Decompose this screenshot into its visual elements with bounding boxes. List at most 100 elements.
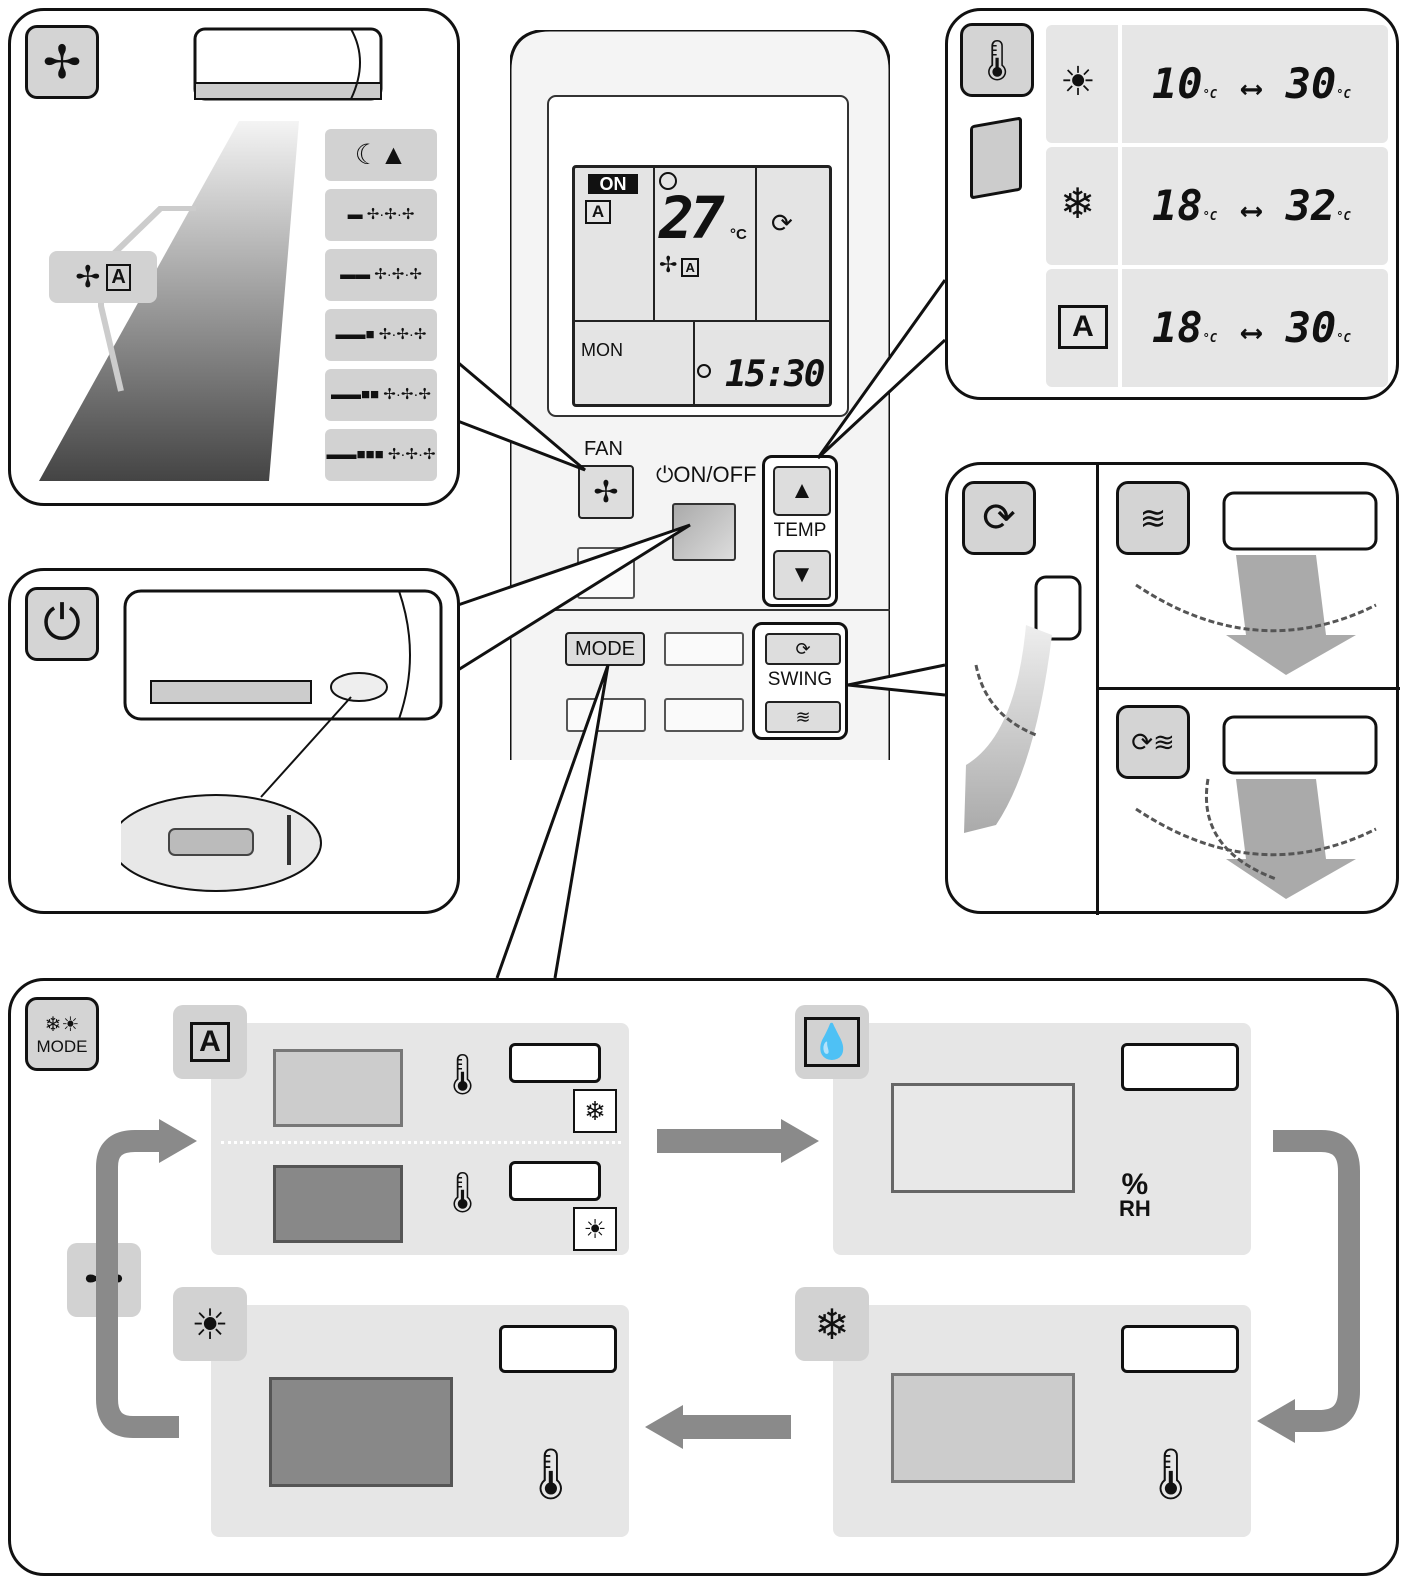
fan-icon: ✢ — [593, 475, 619, 509]
cool-mode-icon: ❄ — [795, 1287, 869, 1361]
lcd-auto-mode-icon: A — [585, 200, 611, 224]
humidity-percent-label: % — [1121, 1168, 1149, 1201]
fan-level-5[interactable]: ▬▬■■■ ✢·✢·✢ — [325, 429, 437, 481]
fan-auto-badge: ✢A — [49, 251, 157, 303]
on-badge: ON — [588, 174, 638, 194]
thermometer-down-icon: 🌡 — [437, 1053, 488, 1097]
swing-panel: ⟳ ≋ ⟳≋ — [945, 462, 1400, 915]
temp-range-row-heat: ☀ 10°C ⟷ 30°C — [1046, 25, 1388, 143]
fan-level-2-icon: ▬▬ ✢·✢·✢ — [340, 266, 422, 283]
horizontal-swing-button[interactable]: ≋ — [765, 701, 841, 733]
fan-level-quiet[interactable]: ☾▲ — [325, 129, 437, 181]
lcd-fan-auto-icon: ✢A — [659, 252, 699, 278]
temp-label: TEMP — [773, 520, 827, 541]
3d-swing-diagram — [1135, 715, 1378, 899]
fan-level-5-icon: ▬▬■■■ ✢·✢·✢ — [326, 446, 436, 463]
horizontal-swing-diagram — [1135, 491, 1378, 675]
3d-swing-icon: ⟳≋ — [1116, 705, 1190, 779]
fan-level-3-icon: ▬▬■ ✢·✢·✢ — [335, 326, 427, 343]
mode-button-label: MODE — [575, 638, 635, 660]
quiet-tree-icon: ☾▲ — [354, 139, 408, 170]
cold-weather-window — [273, 1165, 403, 1243]
auto-min-temp: 18 — [1152, 303, 1203, 352]
fan-speed-panel: ✢ ✢A ☾▲ ▬ ✢·✢·✢ ▬▬ ✢·✢·✢ ▬▬■ ✢·✢·✢ ▬▬■■ … — [8, 8, 460, 506]
hot-weather-window — [273, 1049, 403, 1127]
blank-button-4[interactable] — [664, 698, 744, 732]
indoor-unit-cool-mode — [1121, 1325, 1239, 1373]
mode-panel: ❄☀MODE A 🌡 ❄ 🌡 ☀ 💧 % RH ☀ 🌡 ❄ 🌡 — [8, 978, 1399, 1576]
temp-button-group: ▲ TEMP ▼ — [762, 455, 838, 607]
fan-panel-icon: ✢ — [25, 25, 99, 99]
auto-min-unit: °C — [1202, 331, 1218, 345]
range-arrow-icon: ⟷ — [1242, 315, 1261, 350]
temperature-range-panel: 🌡 ☀ 10°C ⟷ 30°C ❄ 18°C ⟷ 32°C A 18°C ⟷ 3… — [945, 8, 1399, 400]
mode-card-dry: 💧 % RH — [795, 1005, 1251, 1255]
mode-button[interactable]: MODE — [565, 632, 645, 666]
blank-button-3[interactable] — [566, 698, 646, 732]
fan-level-4[interactable]: ▬▬■■ ✢·✢·✢ — [325, 369, 437, 421]
onoff-label: ⏻ON/OFF — [656, 462, 757, 487]
indoor-unit-heat — [509, 1161, 601, 1201]
swing-button-group: ⟳ SWING ≋ — [752, 622, 848, 740]
auto-max-unit: °C — [1336, 331, 1351, 345]
lcd-day: MON — [581, 340, 623, 360]
vertical-swing-icon: ⟳ — [962, 481, 1036, 555]
thermometer-up-icon: 🌡 — [437, 1171, 488, 1215]
temp-range-row-auto: A 18°C ⟷ 30°C — [1046, 269, 1388, 387]
snowflake-icon: ❄ — [573, 1089, 617, 1133]
sunny-window — [891, 1373, 1075, 1483]
lcd-display: ON A 27 °C ✢A ⟳ MON 15:30 — [572, 165, 832, 407]
vertical-swing-button[interactable]: ⟳ — [765, 633, 841, 665]
power-symbol-icon: ⏻ — [656, 462, 674, 487]
lcd-clock: 15:30 — [725, 354, 825, 395]
mode-card-auto: A 🌡 ❄ 🌡 ☀ — [173, 1005, 629, 1255]
heat-mode-icon: ☀ — [173, 1287, 247, 1361]
auto-mode-icon: A — [1058, 305, 1108, 349]
cool-min-temp: 18 — [1152, 181, 1203, 230]
lcd-thermometer-icon — [659, 172, 677, 190]
snowflake-icon: ❄ — [1060, 180, 1096, 227]
thermometer-card-icon — [970, 116, 1022, 200]
range-arrow-icon: ⟷ — [1242, 71, 1261, 106]
temp-range-row-cool: ❄ 18°C ⟷ 32°C — [1046, 147, 1388, 265]
fan-level-3[interactable]: ▬▬■ ✢·✢·✢ — [325, 309, 437, 361]
rainy-window — [891, 1083, 1075, 1193]
swing-label: SWING — [767, 669, 833, 690]
indoor-unit-icon — [193, 27, 383, 101]
dry-mode-icon: 💧 — [795, 1005, 869, 1079]
mode-panel-label: MODE — [36, 1036, 88, 1056]
cool-min-unit: °C — [1202, 209, 1218, 223]
humidity-down-icon: % RH — [1119, 1168, 1151, 1221]
cool-max-unit: °C — [1336, 209, 1351, 223]
mode-cycle-arrows — [96, 1119, 1360, 1449]
lcd-temp-unit: °C — [730, 226, 747, 243]
fan-button[interactable]: ✢ — [578, 465, 634, 519]
cool-max-temp: 32 — [1285, 181, 1337, 230]
heat-min-unit: °C — [1202, 87, 1218, 101]
power-panel: ⏻ — [8, 568, 460, 914]
sun-icon: ☀ — [1060, 60, 1096, 104]
range-arrow-icon: ⟷ — [1242, 193, 1261, 228]
down-arrow-icon: ▼ — [790, 561, 814, 588]
indoor-unit-with-lamp — [121, 589, 443, 892]
vertical-swing-diagram — [964, 575, 1082, 833]
mode-panel-icon: ❄☀MODE — [25, 997, 99, 1071]
auto-max-temp: 30 — [1285, 303, 1337, 352]
lcd-clock-icon — [697, 364, 711, 378]
snowy-window — [269, 1377, 453, 1487]
heat-max-temp: 30 — [1285, 59, 1337, 108]
fan-level-2[interactable]: ▬▬ ✢·✢·✢ — [325, 249, 437, 301]
thermometer-down-icon: 🌡 — [1139, 1446, 1203, 1502]
mode-card-cool: ❄ 🌡 — [795, 1287, 1251, 1537]
power-icon: ⏻ — [25, 587, 99, 661]
blank-button-2[interactable] — [664, 632, 744, 666]
fan-level-1[interactable]: ▬ ✢·✢·✢ — [325, 189, 437, 241]
temp-up-button[interactable]: ▲ — [773, 466, 831, 516]
up-arrow-icon: ▲ — [790, 477, 814, 504]
horizontal-swing-icon: ≋ — [1116, 481, 1190, 555]
thermometer-up-icon: 🌡 — [519, 1446, 583, 1502]
temp-down-button[interactable]: ▼ — [773, 550, 831, 600]
mode-card-heat: ☀ 🌡 — [173, 1287, 629, 1537]
indoor-unit-heat-mode — [499, 1325, 617, 1373]
